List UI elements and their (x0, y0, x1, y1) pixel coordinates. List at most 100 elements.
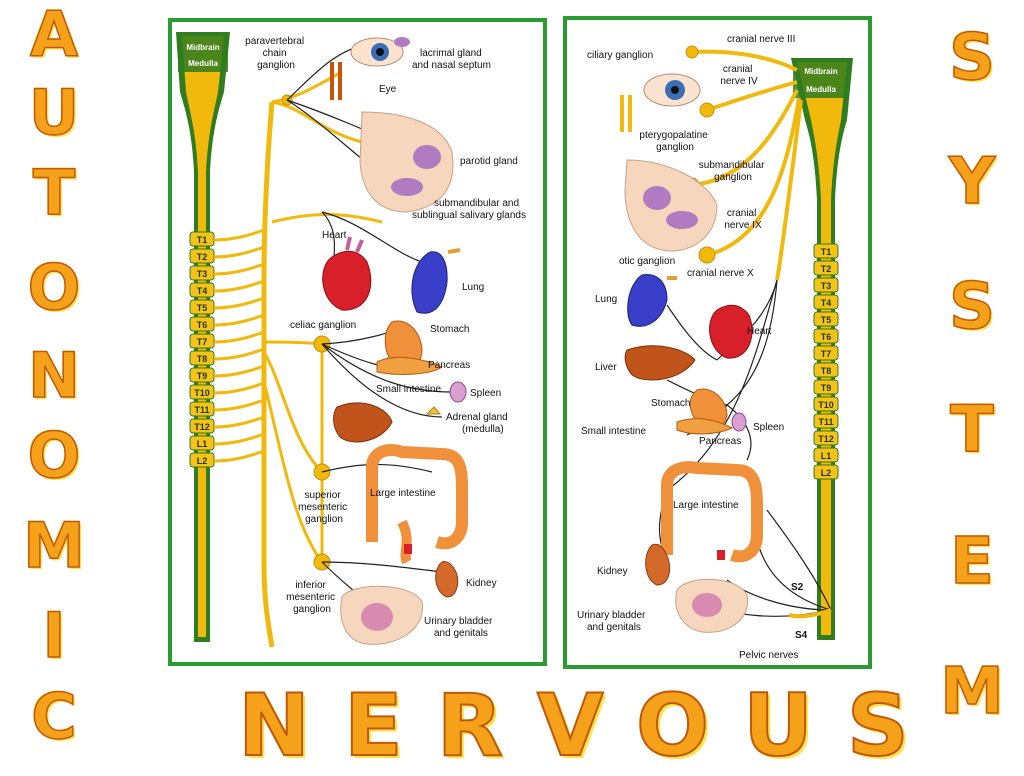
cranial9-label: cranial nerve IX (724, 208, 762, 231)
midbrain-label: Midbrain (186, 43, 219, 52)
label-line: ganglion (293, 604, 331, 615)
label-line: Urinary bladder (424, 616, 493, 627)
large-intestine-icon (372, 450, 462, 562)
cranial3-label: cranial nerve III (727, 34, 795, 45)
large-intestine-icon (667, 467, 757, 560)
segment-label: T7 (197, 337, 208, 347)
spinal-ramus (214, 281, 264, 291)
label-line: inferior (295, 580, 326, 591)
segment-label: T3 (821, 281, 832, 291)
title-letter: Y (932, 150, 1012, 214)
pterygopalatine-ganglion (700, 103, 714, 117)
segment-label: T1 (821, 247, 832, 257)
pterygo-label: pterygopalatine ganglion (639, 130, 710, 153)
spleen-label: Spleen (470, 388, 501, 399)
title-letter: S (932, 26, 1012, 90)
title-letter: A (14, 4, 94, 66)
kidney-label: Kidney (466, 578, 497, 589)
adrenal-label: Adrenal gland (medulla) (446, 412, 511, 435)
lung-label: Lung (462, 282, 484, 293)
inferior-mesenteric-label: inferior mesenteric ganglion (286, 580, 338, 615)
label-line: Adrenal gland (446, 412, 508, 423)
s2-label: S2 (791, 582, 804, 593)
segment-label: T11 (194, 405, 209, 415)
large-intestine-label: Large intestine (370, 488, 436, 499)
title-letter: C (14, 686, 94, 748)
kidney-icon (436, 561, 458, 597)
spinal-ramus (214, 332, 264, 342)
spinal-ramus (214, 400, 264, 410)
small-intestine-label: Small intestine (376, 384, 441, 395)
eye-icon (622, 74, 700, 132)
title-letter: U (14, 82, 94, 144)
spinal-rami (214, 230, 264, 461)
label-line: ganglion (257, 60, 295, 71)
ciliary-ganglion (686, 46, 698, 58)
segment-label: T10 (818, 400, 834, 410)
ciliary-label: ciliary ganglion (587, 50, 653, 61)
label-line: chain (263, 48, 287, 59)
label-line: ganglion (714, 172, 752, 183)
title-letter: I (14, 605, 94, 667)
kidney-label: Kidney (597, 566, 628, 577)
otic-ganglion (699, 247, 715, 263)
otic-label: otic ganglion (619, 256, 675, 267)
spinal-ramus (214, 417, 264, 427)
segment-label: T8 (821, 366, 832, 376)
segment-label: L1 (821, 451, 832, 461)
label-line: ganglion (305, 514, 343, 525)
adrenal-gland-icon (427, 407, 440, 414)
sympathetic-diagram: Midbrain Medulla T1T2T3T4T5T6T7T8T9T10T1… (172, 22, 543, 662)
spleen-icon (450, 382, 466, 402)
title-letter: S (932, 275, 1012, 339)
lung-icon (412, 250, 460, 313)
segment-label: T4 (821, 298, 832, 308)
bladder-label: Urinary bladder and genitals (577, 610, 648, 633)
face-glands-icon (625, 160, 717, 251)
heart-label: Heart (747, 326, 772, 337)
spinal-ramus (214, 383, 264, 393)
pancreas-label: Pancreas (699, 436, 741, 447)
segment-label: T11 (818, 417, 833, 427)
label-line: cranial (727, 208, 756, 219)
paravertebral-chain (264, 102, 272, 647)
segment-label: T9 (197, 371, 208, 381)
midbrain-label: Midbrain (804, 67, 837, 76)
heart-icon (710, 305, 752, 358)
segment-label: L1 (197, 439, 208, 449)
title-nervous: NERVOUS (238, 676, 943, 776)
segment-label: T1 (197, 235, 208, 245)
liver-icon (334, 403, 392, 442)
label-line: nerve IV (720, 76, 758, 87)
urinary-bladder-icon (341, 586, 423, 644)
spinal-ramus (214, 315, 264, 325)
label-line: nerve IX (724, 220, 762, 231)
celiac-label: celiac ganglion (290, 320, 356, 331)
segment-label: L2 (821, 468, 832, 478)
title-letter: E (932, 530, 1012, 594)
label-line: superior (305, 490, 342, 501)
label-line: submandibular and (434, 198, 519, 209)
segment-label: T10 (194, 388, 210, 398)
segment-label: T6 (197, 320, 208, 330)
label-line: cranial (723, 64, 752, 75)
large-intestine-label: Large intestine (673, 500, 739, 511)
parotid-label: parotid gland (460, 156, 518, 167)
small-intestine-label: Small intestine (581, 426, 646, 437)
spinal-ramus (214, 247, 264, 257)
segment-label: T6 (821, 332, 832, 342)
cranial4-label: cranial nerve IV (720, 64, 758, 87)
label-line: and nasal septum (412, 60, 491, 71)
stomach-label: Stomach (651, 398, 690, 409)
label-line: and genitals (587, 622, 641, 633)
parasympathetic-panel: Midbrain Medulla T1T2T3T4T5T6T7T8T9T10T1… (563, 16, 872, 669)
paravertebral-label: paravertebral chain ganglion (245, 36, 307, 71)
spleen-icon (732, 413, 746, 431)
segment-label: T4 (197, 286, 208, 296)
stomach-label: Stomach (430, 324, 469, 335)
liver-label: Liver (595, 362, 617, 373)
spinal-ramus (214, 230, 264, 240)
title-letter: O (14, 425, 94, 487)
label-line: mesenteric (298, 502, 347, 513)
